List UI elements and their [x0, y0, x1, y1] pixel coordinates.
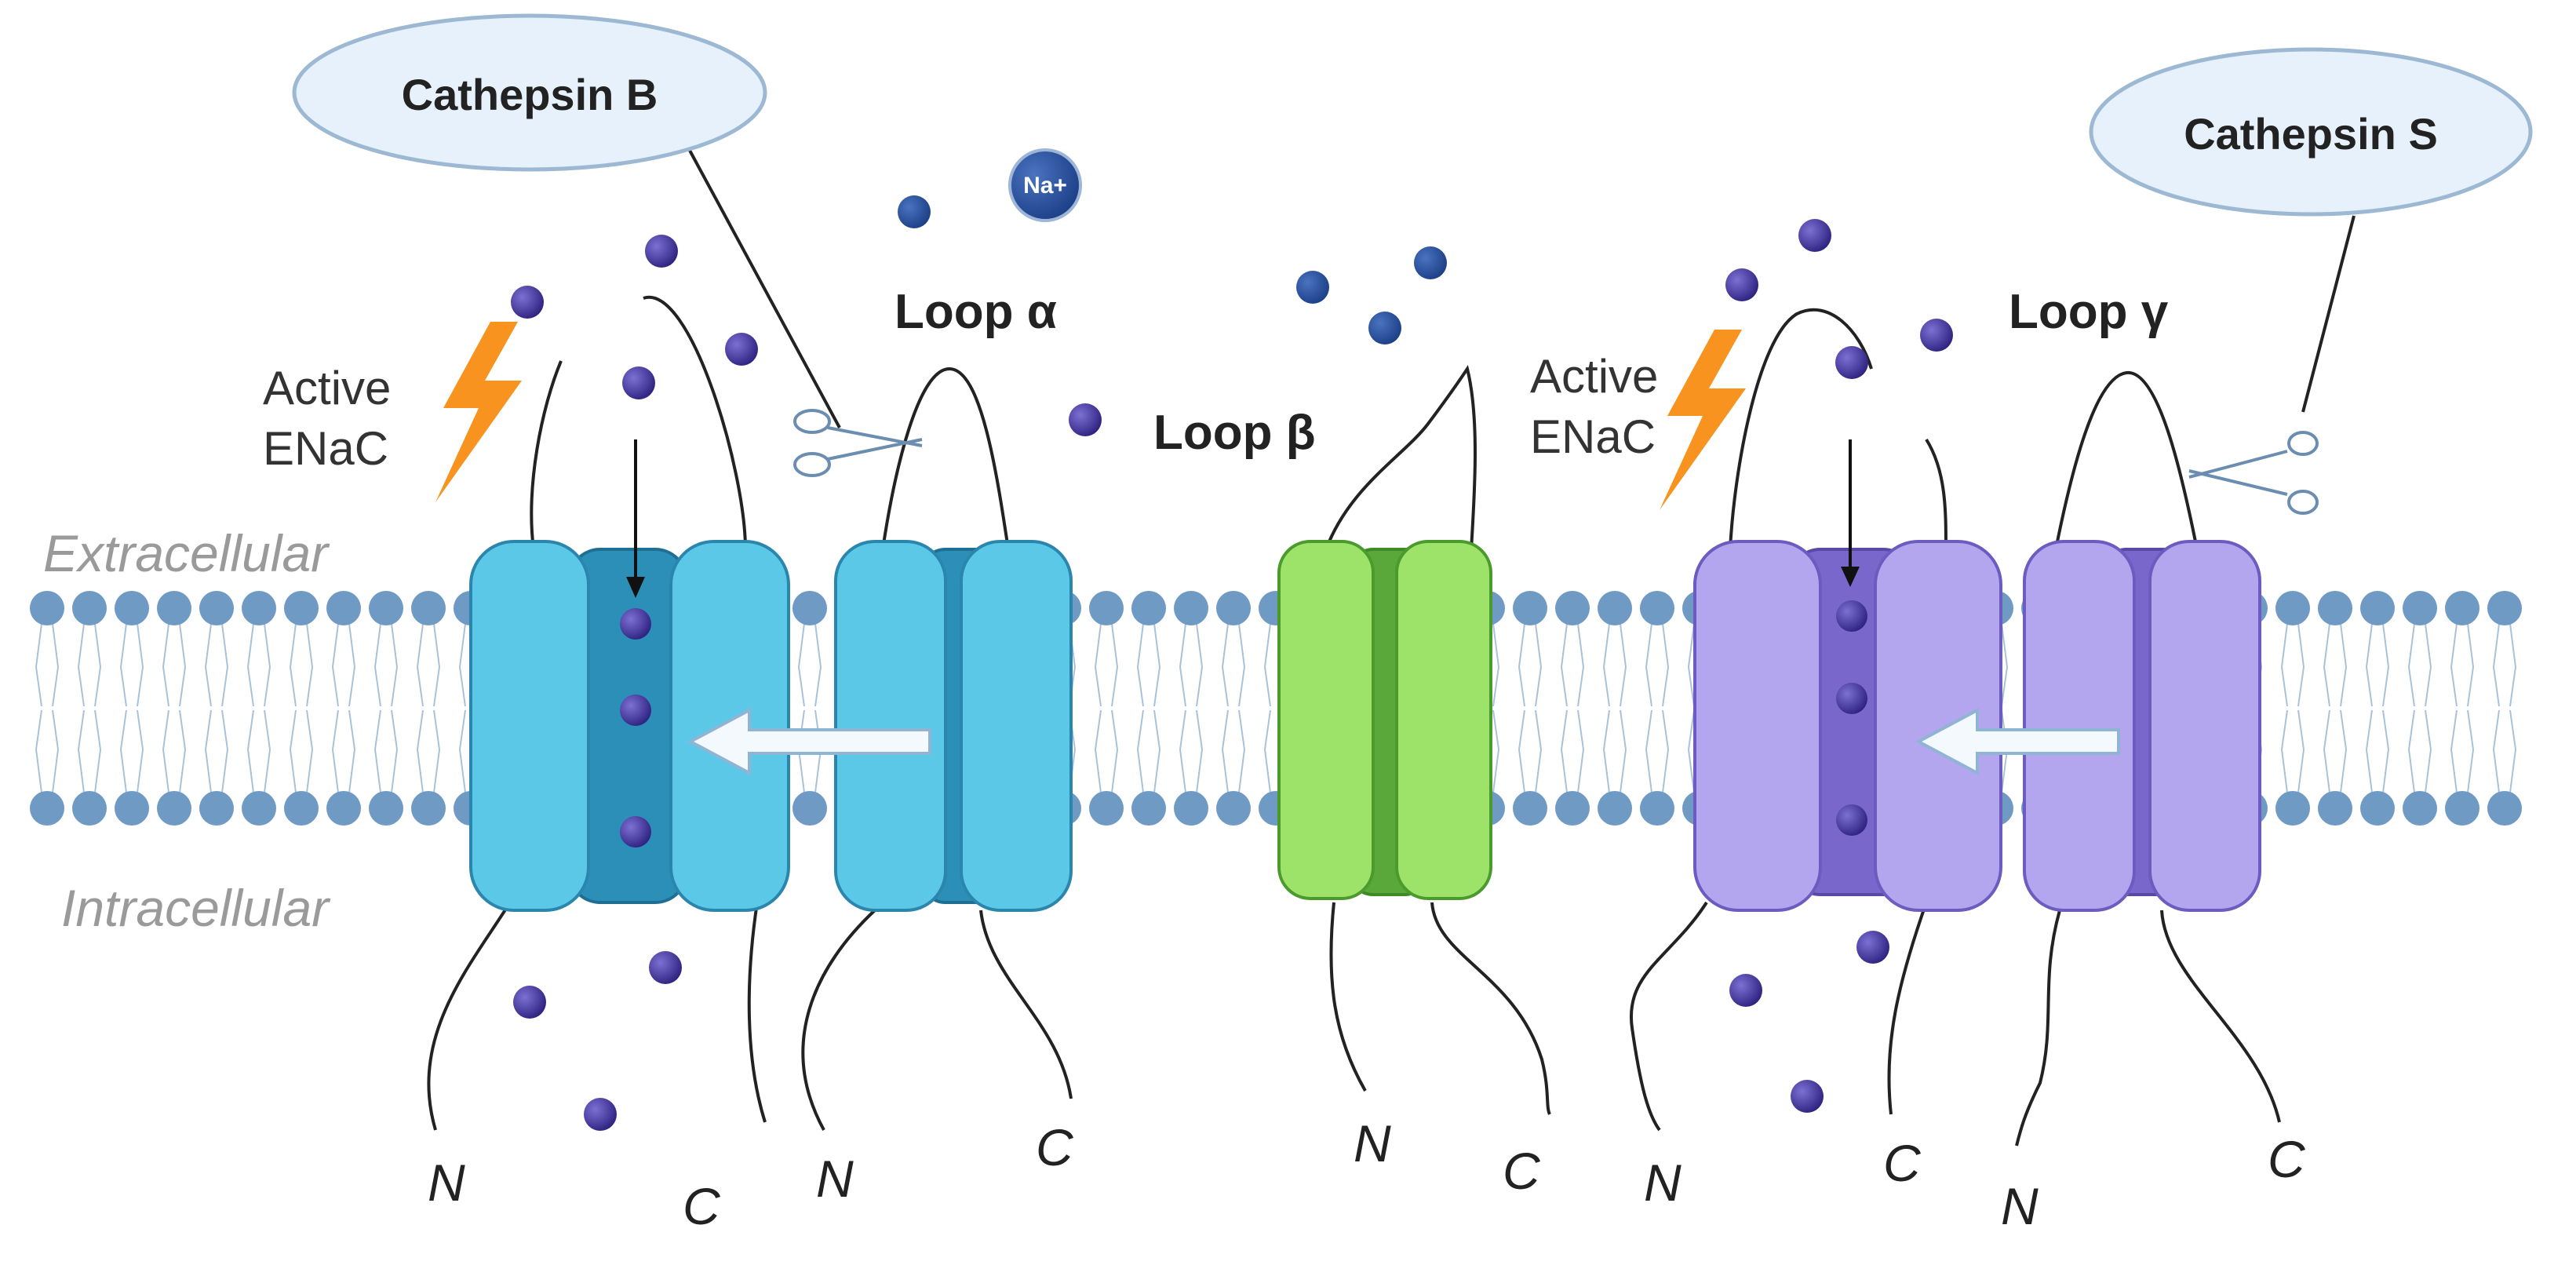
scissors-icon — [793, 409, 923, 477]
active-enac-1: Active ENaC — [263, 322, 522, 502]
terminal-label: C — [1036, 1118, 1074, 1176]
terminal-label: N — [428, 1154, 465, 1212]
cathepsin-b: Cathepsin B — [292, 13, 841, 428]
loop-gamma-label: Loop γ — [2009, 285, 2169, 339]
lightning-icon — [435, 322, 522, 502]
cathepsin-s: Cathepsin S — [2089, 47, 2533, 413]
gamma-channel-cleaved — [2015, 370, 2281, 1147]
terminal-labels: N C N C N C N C N C — [428, 1114, 2306, 1235]
scissors-icon — [2188, 431, 2319, 515]
terminal-label: C — [683, 1177, 721, 1235]
sodium-ions — [511, 195, 1953, 1131]
active-enac-1-line2: ENaC — [263, 422, 388, 475]
terminal-label: C — [1883, 1134, 1922, 1192]
terminal-label: C — [1503, 1142, 1541, 1200]
cathepsin-b-label: Cathepsin B — [402, 70, 658, 119]
alpha-channel-cleaved — [801, 366, 1073, 1131]
gamma-channel-active — [1629, 308, 2002, 1132]
loop-alpha-label: Loop α — [894, 285, 1057, 339]
movement-arrow-alpha — [687, 707, 931, 776]
active-enac-2-line1: Active — [1530, 350, 1658, 403]
active-enac-2: Active ENaC — [1530, 330, 1746, 510]
movement-arrow-gamma — [1915, 707, 2120, 776]
na-ion-label: Na+ — [1023, 173, 1067, 199]
na-ion-label-group: Na+ — [1008, 148, 1082, 222]
active-enac-2-line2: ENaC — [1530, 410, 1656, 463]
cathepsin-s-label: Cathepsin S — [2184, 109, 2438, 159]
lightning-icon — [1660, 330, 1746, 510]
intracellular-label: Intracellular — [61, 879, 331, 937]
terminal-label: N — [816, 1150, 854, 1208]
beta-channel — [1277, 365, 1551, 1115]
terminal-label: N — [2001, 1177, 2039, 1235]
active-enac-1-line1: Active — [263, 362, 391, 414]
loop-beta-label: Loop β — [1153, 406, 1316, 460]
extracellular-label: Extracellular — [43, 524, 330, 582]
terminal-label: C — [2268, 1130, 2306, 1188]
terminal-label: N — [1644, 1154, 1682, 1212]
terminal-label: N — [1354, 1114, 1391, 1172]
